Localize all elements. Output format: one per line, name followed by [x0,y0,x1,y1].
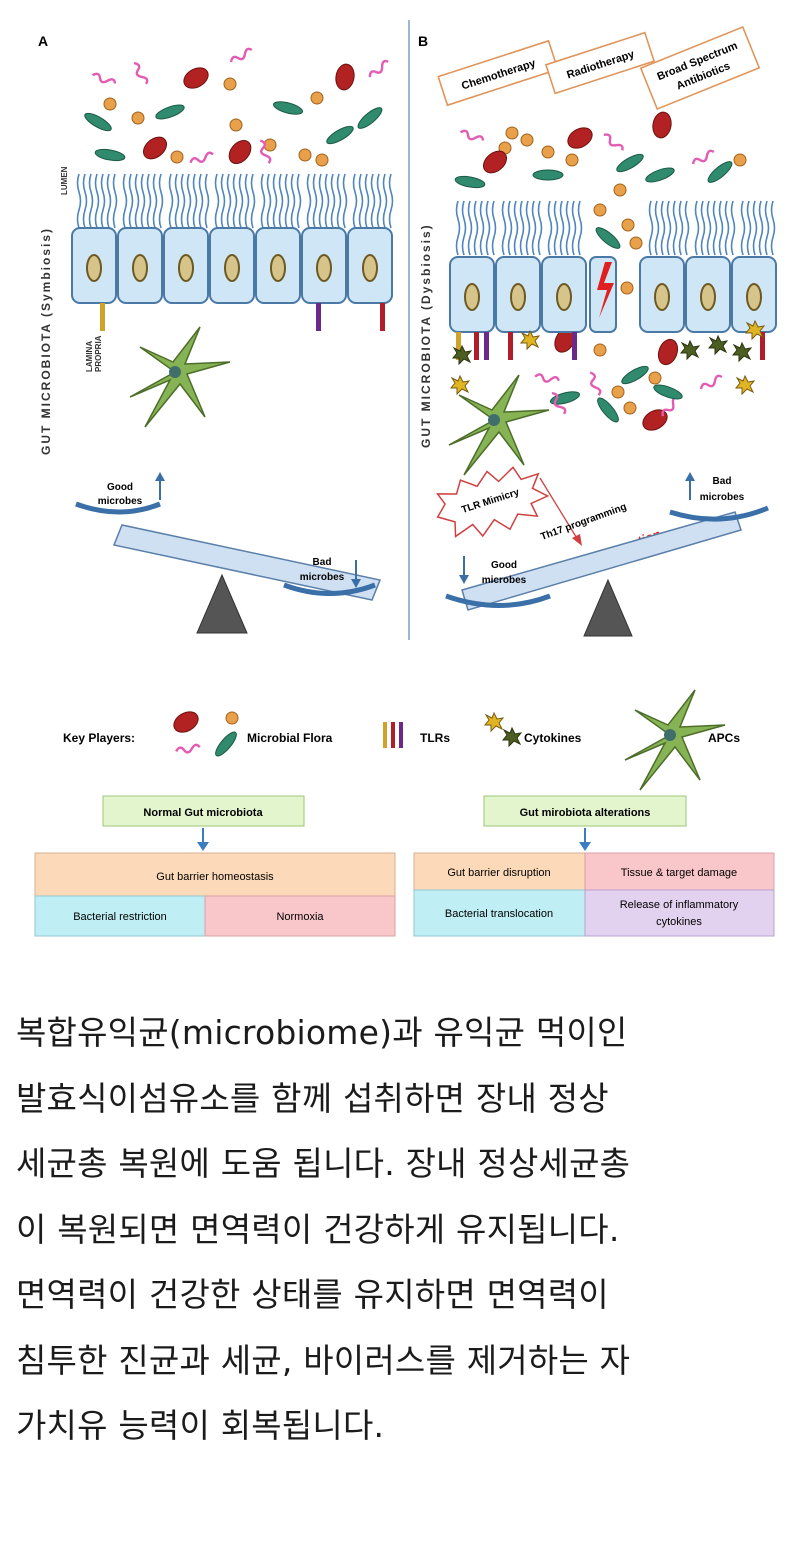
th17-label: Th17 programming [539,502,628,543]
legend-apcs: APCs [708,731,740,745]
release-inflammatory-label-line1: Release of inflammatory [620,899,739,911]
panel-a-vertical-label: GUT MICROBIOTA (Symbiosis) [39,227,53,455]
caption-line: 세균총 복원에 도움 됩니다. 장내 정상세균총 [16,1144,631,1183]
good-microbes-b-line2: microbes [482,575,527,586]
panel-b-seesaw: Good microbes Bad microbes [445,472,769,637]
bad-microbes-b-line2: microbes [700,492,745,503]
panel-a: A GUT MICROBIOTA (Symbiosis) LUMEN LAMIN… [38,33,394,634]
panel-b-epithelium [449,256,777,333]
caption-line: 발효식이섬유소를 함께 섭취하면 장내 정상 [16,1078,609,1118]
treatment-radiotherapy: Radiotherapy [544,31,656,95]
treatment-chemotherapy: Chemotherapy [437,39,559,107]
caption-paragraph: 복합유익균(microbiome)과 유익균 먹이인 발효식이섬유소를 함께 섭… [16,1000,786,1459]
flow-left: Normal Gut microbiota Gut barrier homeos… [34,795,396,937]
panel-a-letter: A [38,33,48,49]
legend-microbial-flora: Microbial Flora [247,731,333,745]
flow-right: Gut mirobiota alterations Gut barrier di… [413,795,775,937]
panel-a-epithelium [71,227,393,304]
good-microbes-a-line2: microbes [98,496,143,507]
bad-microbes-b-line1: Bad [713,476,732,487]
release-inflammatory-label-line2: cytokines [656,916,702,928]
gut-microbiota-figure: A GUT MICROBIOTA (Symbiosis) LUMEN LAMIN… [34,20,777,937]
caption-line: 복합유익균(microbiome)과 유익균 먹이인 [16,1013,628,1052]
panel-b-letter: B [418,33,428,49]
lumen-label: LUMEN [60,166,69,195]
normal-gut-microbiota-label: Normal Gut microbiota [143,807,263,819]
panel-a-apc [129,326,231,428]
bad-microbes-a-line2: microbes [300,572,345,583]
normoxia-label: Normoxia [276,911,324,923]
gut-microbiota-alterations-label: Gut mirobiota alterations [520,807,651,819]
caption-line: 가치유 능력이 회복됩니다. [16,1406,385,1445]
panel-a-tlrs [100,303,385,331]
legend-tlrs: TLRs [420,731,450,745]
panel-b-tlrs [456,332,765,360]
panel-a-seesaw: Good microbes Bad microbes [75,472,382,634]
legend-title: Key Players: [63,731,135,745]
propria-label: PROPRIA [94,335,103,372]
panel-a-microvilli [76,173,394,229]
panel-b: B GUT MICROBIOTA (Dysbiosis) Chemotherap… [418,25,777,637]
caption-line: 침투한 진균과 세균, 바이러스를 제거하는 자 [16,1340,631,1380]
panel-a-microbes [82,46,392,169]
gut-barrier-homeostasis-label: Gut barrier homeostasis [156,871,274,883]
tissue-target-damage-label: Tissue & target damage [621,867,737,879]
lamina-label: LAMINA [85,341,94,372]
legend-cytokines: Cytokines [524,731,582,745]
legend: Key Players: Microbial Flora TLRs Cytoki… [63,689,740,791]
treatment-antibiotics: Broad Spectrum Antibiotics [639,25,761,111]
bacterial-restriction-label: Bacterial restriction [73,911,167,923]
good-microbes-a-line1: Good [107,482,133,493]
bacterial-translocation-label: Bacterial translocation [445,908,553,920]
tlr-mimicry-burst: TLR Mimicry [436,466,550,538]
caption-line: 이 복원되면 면역력이 건강하게 유지됩니다. [16,1209,620,1249]
panel-b-vertical-label: GUT MICROBIOTA (Dysbiosis) [419,223,433,448]
bad-microbes-a-line1: Bad [313,557,332,568]
caption-line: 면역력이 건강한 상태를 유지하면 면역력이 [16,1275,609,1314]
gut-barrier-disruption-label: Gut barrier disruption [447,867,550,879]
good-microbes-b-line1: Good [491,560,517,571]
